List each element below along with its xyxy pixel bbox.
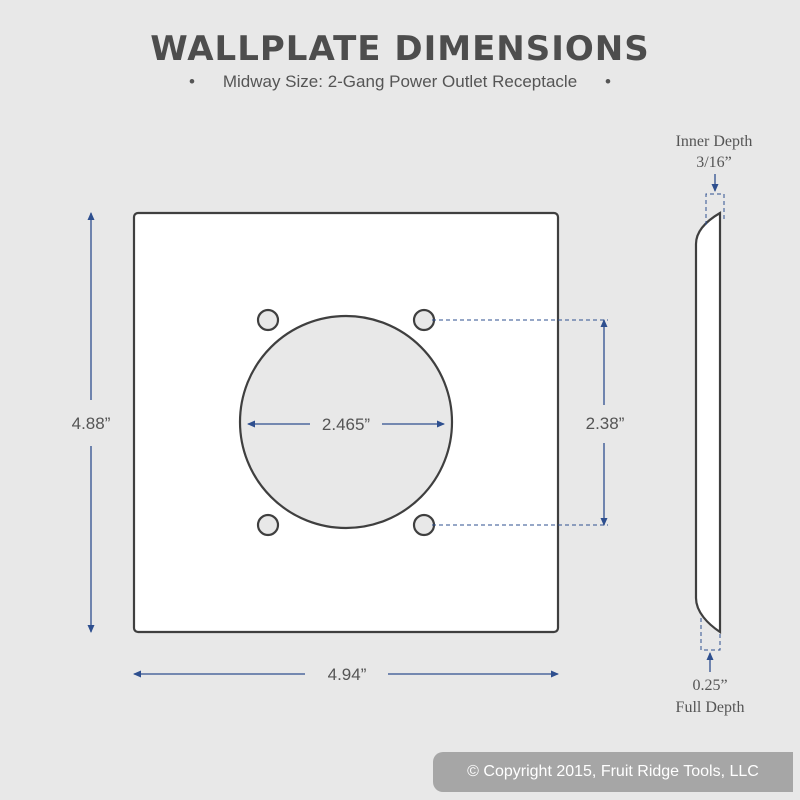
width-label: 4.94” [328, 665, 367, 684]
screw-hole-top-right [412, 308, 436, 332]
subtitle-bullet-left: • [189, 72, 195, 91]
screw-hole-bottom-left [256, 513, 280, 537]
wallplate-side-profile [694, 211, 722, 635]
diameter-label: 2.465” [322, 415, 371, 434]
screw-hole-bottom-right [412, 513, 436, 537]
inner-depth-value: 3/16” [696, 154, 732, 171]
receptacle-opening [238, 314, 454, 530]
subtitle-bullet-right: • [605, 72, 611, 91]
full-depth-bracket [700, 618, 721, 651]
screw-spacing-label: 2.38” [586, 414, 625, 433]
inner-depth-bracket [705, 193, 725, 225]
full-depth-value: 0.25” [692, 677, 727, 694]
height-label: 4.88” [72, 414, 111, 433]
page-title: WALLPLATE DIMENSIONS [150, 29, 650, 69]
copyright-text: © Copyright 2015, Fruit Ridge Tools, LLC [467, 763, 759, 780]
full-depth-label: Full Depth [676, 699, 745, 716]
inner-depth-label: Inner Depth [676, 133, 753, 150]
subtitle: Midway Size: 2-Gang Power Outlet Recepta… [223, 72, 577, 91]
screw-hole-top-left [256, 308, 280, 332]
copyright-badge: © Copyright 2015, Fruit Ridge Tools, LLC [433, 752, 793, 792]
